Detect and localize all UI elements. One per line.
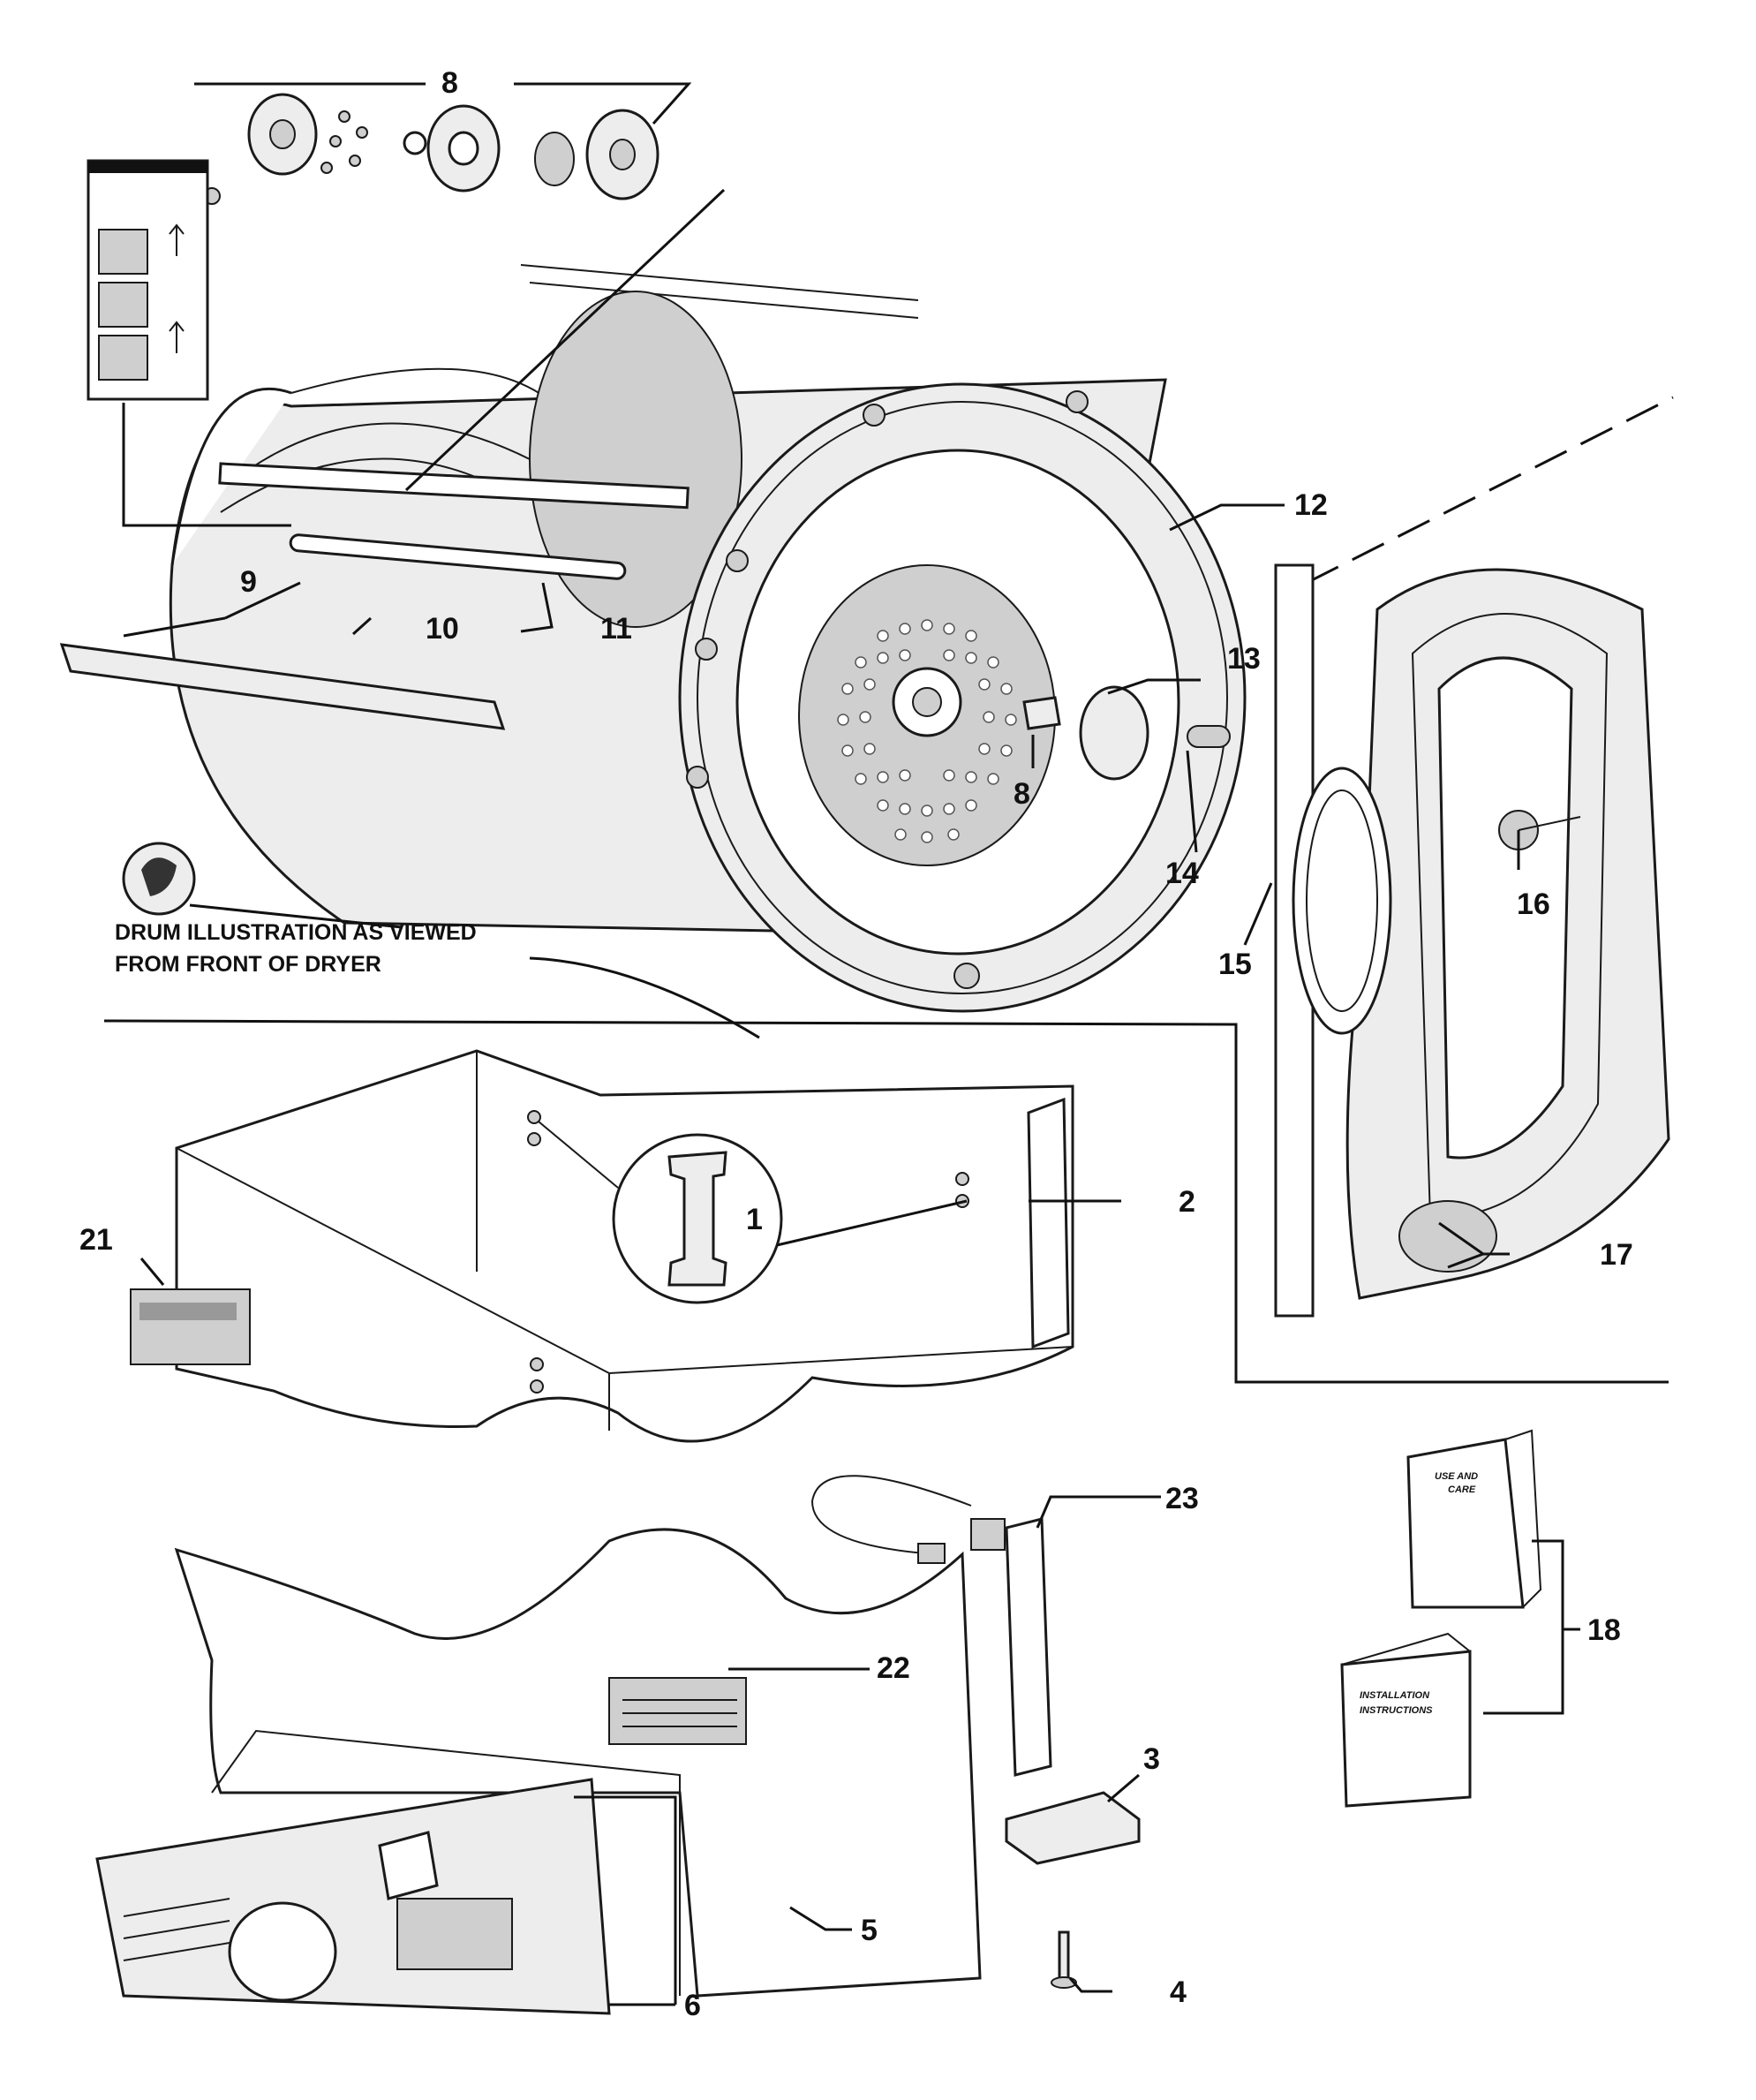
bearing-stud <box>1022 696 1061 730</box>
drum-assembly <box>169 264 1247 1013</box>
callout-2: 2 <box>1179 1185 1195 1219</box>
callout-15: 15 <box>1218 948 1252 981</box>
section-divider <box>103 1019 1669 1384</box>
rear-bearing <box>1079 685 1149 781</box>
use-care-title-1: USE AND <box>1435 1471 1478 1482</box>
foot-screw <box>1058 1930 1070 1980</box>
callout-6: 6 <box>684 1989 701 2022</box>
callout-12: 12 <box>1294 488 1328 522</box>
leader-lines <box>122 82 1580 2006</box>
callout-4: 4 <box>1170 1975 1187 2009</box>
callout-11: 11 <box>600 612 632 646</box>
callout-5: 5 <box>861 1914 878 1947</box>
callout-22: 22 <box>877 1651 910 1685</box>
drum-view-note-line2: FROM FRONT OF DRYER <box>115 952 381 977</box>
cabinet-label-21 <box>130 1288 251 1365</box>
callout-21: 21 <box>79 1223 113 1257</box>
callout-14: 14 <box>1165 857 1199 890</box>
manuals: USE AND CARE INSTALLATION INSTRUCTIONS <box>1340 1429 1542 1808</box>
rear-panel-blower-housing <box>1274 396 1674 1318</box>
wire-harness <box>810 1475 1006 1564</box>
callout-23: 23 <box>1165 1482 1199 1515</box>
callout-16: 16 <box>1517 888 1550 921</box>
leveling-foot <box>1005 1791 1141 1865</box>
drum-bearing-parts <box>203 93 659 205</box>
callout-3: 3 <box>1143 1742 1160 1776</box>
drum-view-note-line1: DRUM ILLUSTRATION AS VIEWED <box>115 920 477 945</box>
perforation-grid <box>837 619 1017 843</box>
cabinet-label-22 <box>608 1677 747 1745</box>
install-title-2: INSTRUCTIONS <box>1360 1705 1433 1716</box>
callout-8-second: 8 <box>1014 777 1030 811</box>
toe-panel <box>95 1778 611 2015</box>
drum-warning-label <box>87 159 209 401</box>
drum-shaft <box>1187 725 1231 748</box>
drum-front-seal <box>59 643 506 730</box>
callout-18: 18 <box>1587 1613 1621 1647</box>
install-title-1: INSTALLATION <box>1360 1690 1430 1701</box>
callout-8: 8 <box>441 66 458 100</box>
callout-13: 13 <box>1227 642 1261 676</box>
use-care-title-2: CARE <box>1448 1484 1476 1495</box>
callout-10: 10 <box>426 612 459 646</box>
cabinet <box>174 1049 1074 1998</box>
callout-1: 1 <box>746 1203 763 1236</box>
callout-17: 17 <box>1600 1238 1633 1272</box>
callout-9: 9 <box>240 565 257 599</box>
